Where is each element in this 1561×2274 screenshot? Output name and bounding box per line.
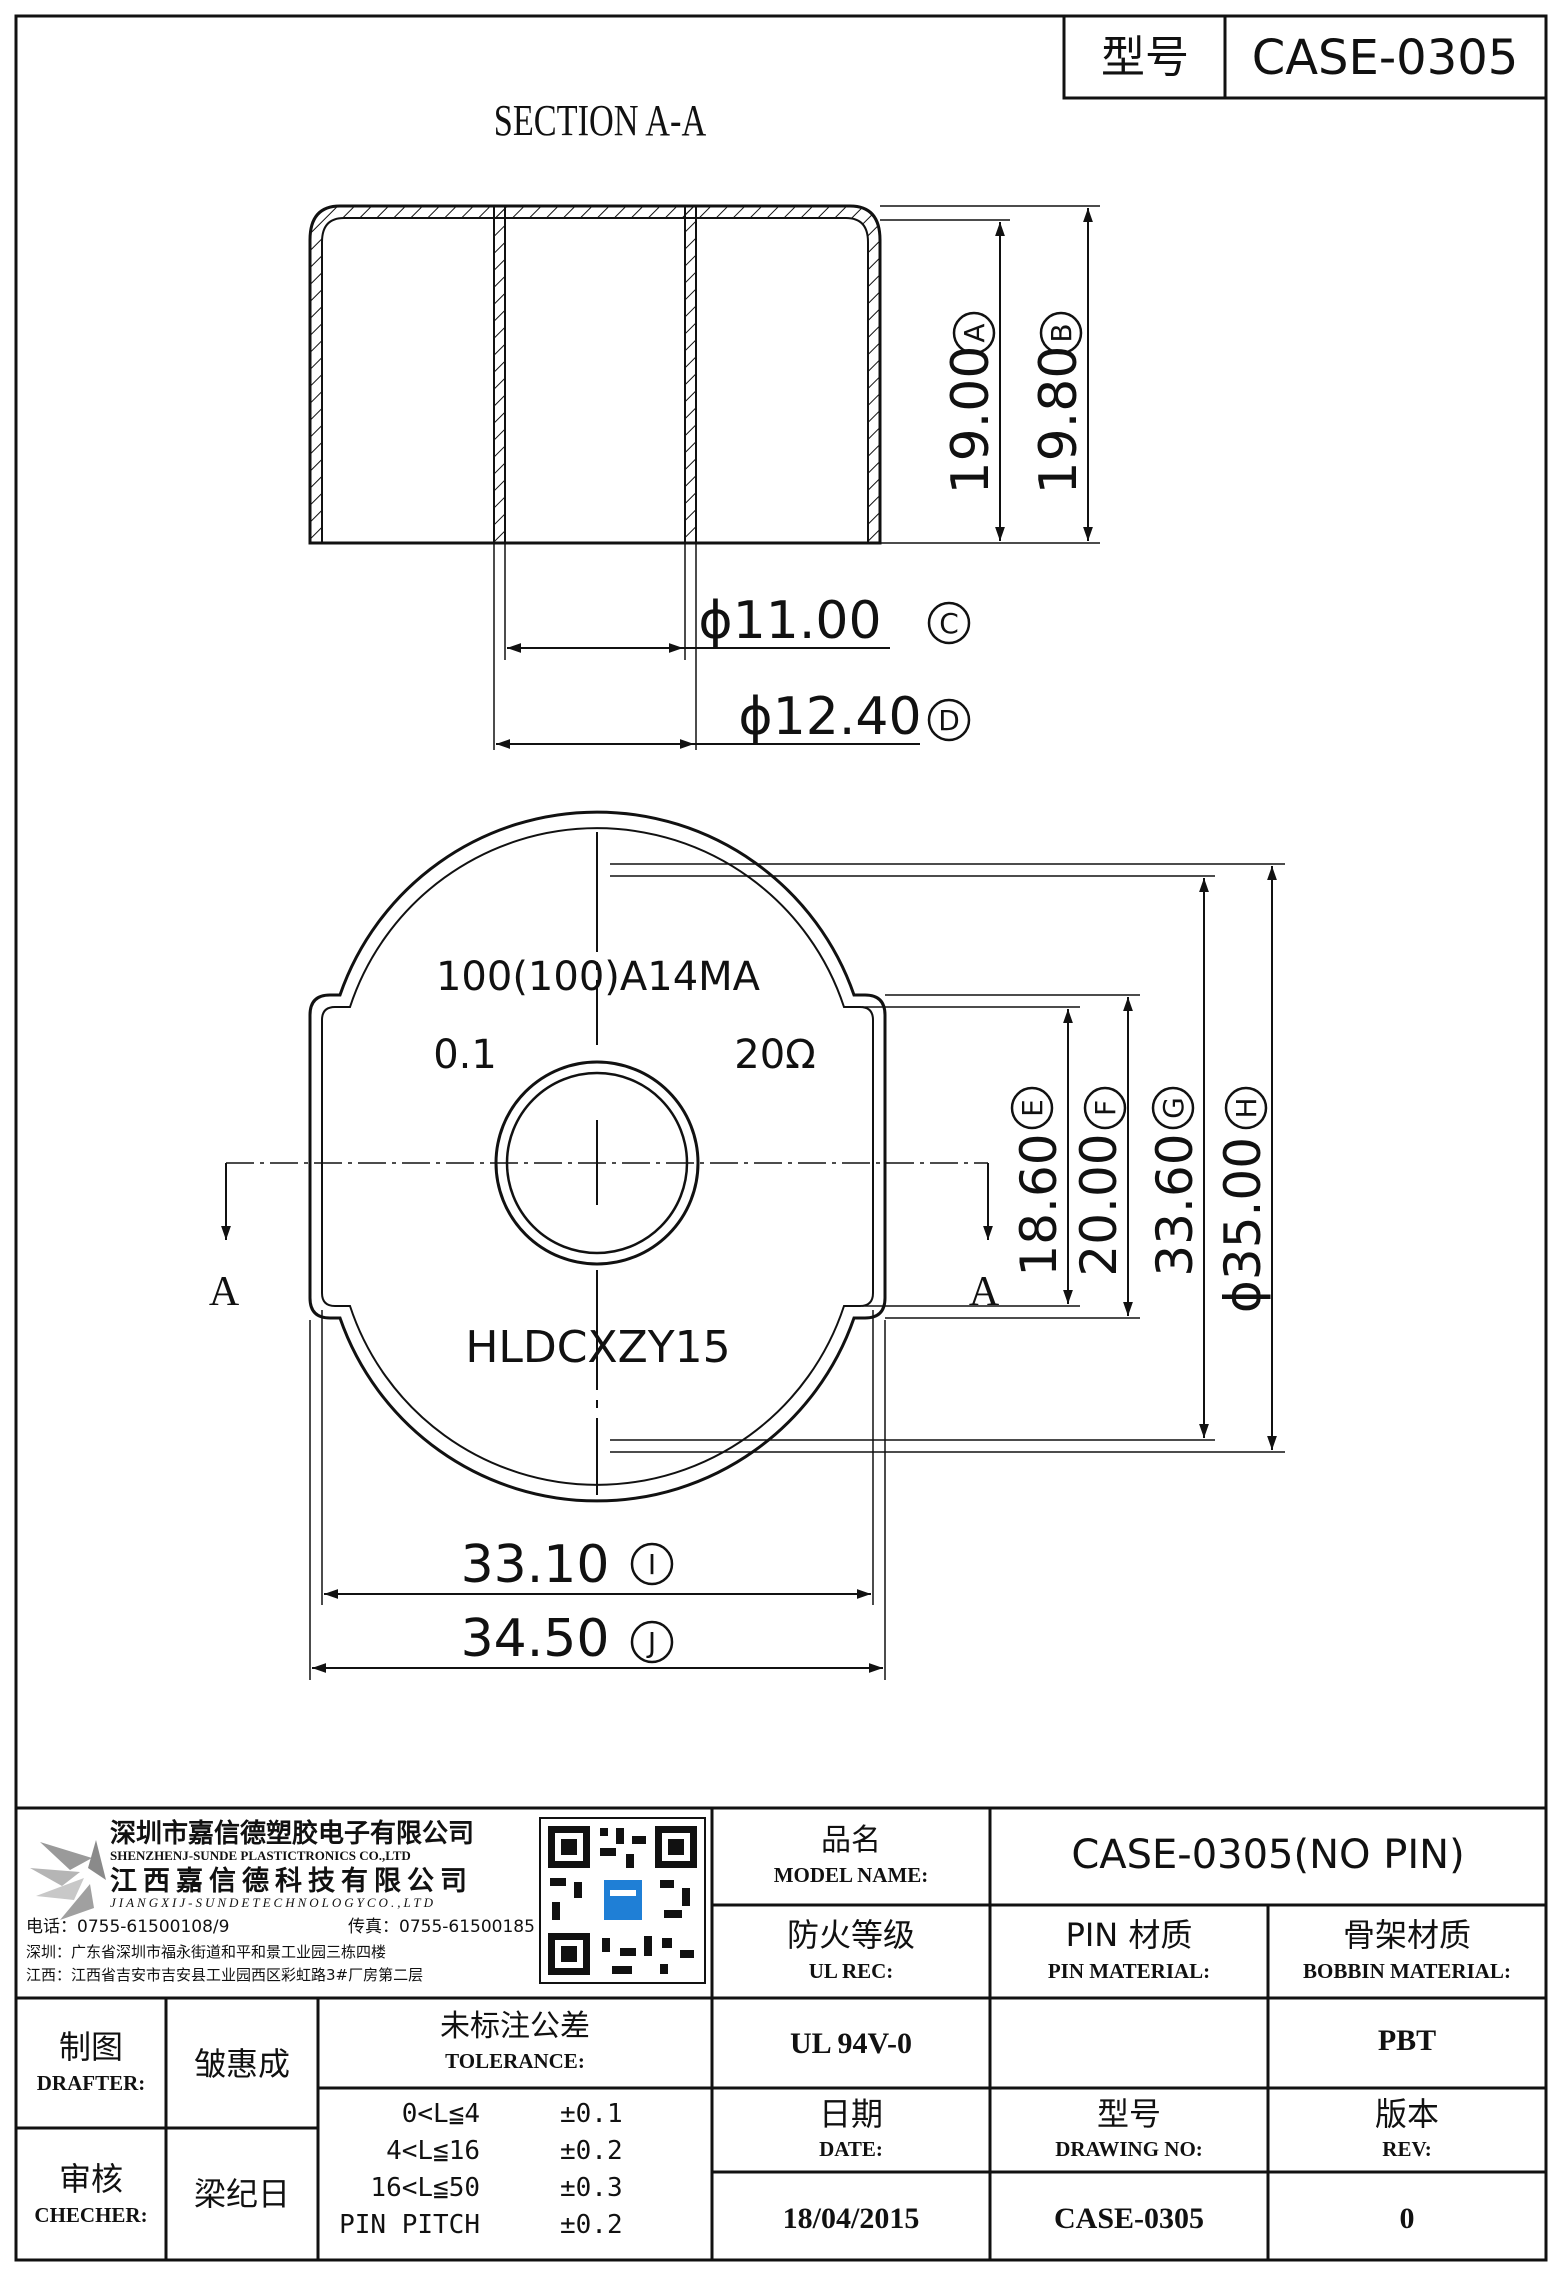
tolerance-value: ±0.3	[560, 2173, 623, 2203]
qr-code-icon	[539, 1817, 706, 1984]
callout-c-icon: C	[927, 601, 971, 645]
tolerance-value: ±0.2	[560, 2136, 623, 2166]
company-logo	[30, 1840, 106, 1920]
pin-material-en: PIN MATERIAL:	[1048, 1959, 1210, 1983]
company-en-2: JIANGXIJ-SUNDETECHNOLOGYCO.,LTD	[110, 1895, 436, 1910]
dim-h-value: ϕ35.00	[1214, 1137, 1272, 1313]
marking-right: 20Ω	[734, 1032, 815, 1078]
svg-text:E: E	[1016, 1099, 1049, 1117]
section-mark-left: A	[209, 1269, 240, 1315]
header-model-box: 型号 CASE-0305	[1062, 14, 1548, 100]
dim-a-value: 19.00	[941, 346, 1001, 495]
drawing-no-cn: 型号	[1097, 2095, 1161, 2133]
ul-rec-value: UL 94V-0	[790, 2027, 912, 2060]
header-model-label: 型号	[1101, 32, 1189, 83]
date-cn: 日期	[819, 2095, 883, 2133]
bobbin-material-cn: 骨架材质	[1343, 1916, 1471, 1954]
marking-left: 0.1	[433, 1032, 497, 1078]
section-view	[308, 204, 882, 545]
rev-en: REV:	[1382, 2137, 1431, 2161]
tolerance-range: 0<L≦4	[402, 2099, 480, 2129]
fax-text: 传真：0755-61500185	[348, 1917, 535, 1937]
marking-bottom: HLDCXZY15	[465, 1322, 730, 1373]
model-name-value: CASE-0305(NO PIN)	[1071, 1832, 1464, 1878]
dim-g-value: 33.60	[1146, 1133, 1204, 1276]
dim-i-value: 33.10	[461, 1535, 610, 1595]
callout-g-icon: G	[1151, 1086, 1195, 1130]
tolerance-range: PIN PITCH	[339, 2210, 480, 2240]
address-jiangxi: 江西：江西省吉安市吉安县工业园西区彩虹路3#厂房第二层	[26, 1966, 423, 1984]
tolerance-value: ±0.1	[560, 2099, 623, 2129]
checker-en: CHECHER:	[34, 2203, 147, 2227]
model-name-cn: 品名	[821, 1823, 881, 1858]
callout-i-icon: I	[630, 1542, 674, 1586]
dim-b-value: 19.80	[1029, 346, 1089, 495]
company-cn-1: 深圳市嘉信德塑胶电子有限公司	[110, 1818, 474, 1849]
drawing-border	[14, 14, 1548, 2262]
header-model-value: CASE-0305	[1252, 30, 1519, 86]
marking-line1: 100(100)A14MA	[436, 954, 761, 1000]
bobbin-material-value: PBT	[1378, 2024, 1436, 2057]
svg-text:H: H	[1230, 1097, 1263, 1118]
pin-material-cn: PIN 材质	[1066, 1916, 1193, 1954]
dim-c-value: ϕ11.00	[698, 591, 881, 651]
date-en: DATE:	[819, 2137, 883, 2161]
top-view-vertical-dimensions: 18.60 20.00 33.60 ϕ35.00 E F G H	[610, 863, 1285, 1453]
ul-rec-cn: 防火等级	[787, 1916, 915, 1954]
tolerance-en: TOLERANCE:	[445, 2049, 585, 2073]
callout-f-icon: F	[1083, 1086, 1127, 1130]
tolerance-range: 16<L≦50	[370, 2173, 480, 2203]
section-dimensions: 19.00 19.80 A B ϕ11.00 ϕ12.40 C D	[493, 205, 1100, 750]
ul-rec-en: UL REC:	[809, 1959, 894, 1983]
svg-text:I: I	[648, 1548, 656, 1581]
dim-j-value: 34.50	[461, 1609, 610, 1669]
dim-d-value: ϕ12.40	[738, 687, 921, 747]
svg-text:A: A	[958, 323, 991, 342]
drafter-cn: 制图	[59, 2028, 123, 2066]
phone-text: 电话：0755-61500108/9	[26, 1917, 229, 1937]
section-title: SECTION A-A	[494, 96, 707, 145]
company-cn-2: 江西嘉信德科技有限公司	[110, 1866, 473, 1897]
svg-text:D: D	[938, 704, 960, 737]
company-en-1: SHENZHENJ-SUNDE PLASTICTRONICS CO.,LTD	[110, 1848, 411, 1863]
callout-h-icon: H	[1224, 1086, 1268, 1130]
svg-text:C: C	[939, 607, 959, 640]
callout-a-icon: A	[952, 311, 996, 355]
callout-d-icon: D	[927, 698, 971, 742]
tolerance-cn: 未标注公差	[440, 2009, 590, 2044]
bobbin-material-en: BOBBIN MATERIAL:	[1303, 1959, 1511, 1983]
drafter-name: 皱惠成	[194, 2045, 290, 2083]
top-view-horizontal-dimensions: 33.10 34.50 I J	[309, 1310, 886, 1680]
rev-value: 0	[1400, 2202, 1415, 2235]
address-shenzhen: 深圳：广东省深圳市福永街道和平和景工业园三栋四楼	[26, 1943, 386, 1961]
svg-text:B: B	[1045, 323, 1078, 342]
tolerance-table: 0<L≦4 ±0.1 4<L≦16 ±0.2 16<L≦50 ±0.3 PIN …	[339, 2099, 623, 2240]
drafter-en: DRAFTER:	[37, 2071, 146, 2095]
date-value: 18/04/2015	[783, 2202, 920, 2235]
checker-name: 梁纪日	[194, 2175, 290, 2213]
tolerance-value: ±0.2	[560, 2210, 623, 2240]
callout-b-icon: B	[1039, 311, 1083, 355]
svg-text:F: F	[1089, 1100, 1122, 1116]
rev-cn: 版本	[1375, 2095, 1439, 2133]
drawing-no-en: DRAWING NO:	[1055, 2137, 1203, 2161]
checker-cn: 审核	[59, 2160, 123, 2198]
dim-f-value: 20.00	[1070, 1133, 1128, 1276]
callout-j-icon: J	[630, 1620, 674, 1664]
model-name-en: MODEL NAME:	[774, 1863, 929, 1887]
top-view: A A 100(100)A14MA 0.1 20Ω HLDCXZY15	[209, 810, 1000, 1503]
drawing-no-value: CASE-0305	[1054, 2202, 1204, 2235]
callout-e-icon: E	[1010, 1086, 1054, 1130]
tolerance-range: 4<L≦16	[386, 2136, 480, 2166]
title-block: 深圳市嘉信德塑胶电子有限公司 SHENZHENJ-SUNDE PLASTICTR…	[16, 1806, 1546, 2260]
dim-e-value: 18.60	[1010, 1133, 1068, 1276]
section-mark-right: A	[969, 1269, 1000, 1315]
svg-text:G: G	[1157, 1097, 1190, 1119]
svg-text:J: J	[646, 1626, 656, 1659]
